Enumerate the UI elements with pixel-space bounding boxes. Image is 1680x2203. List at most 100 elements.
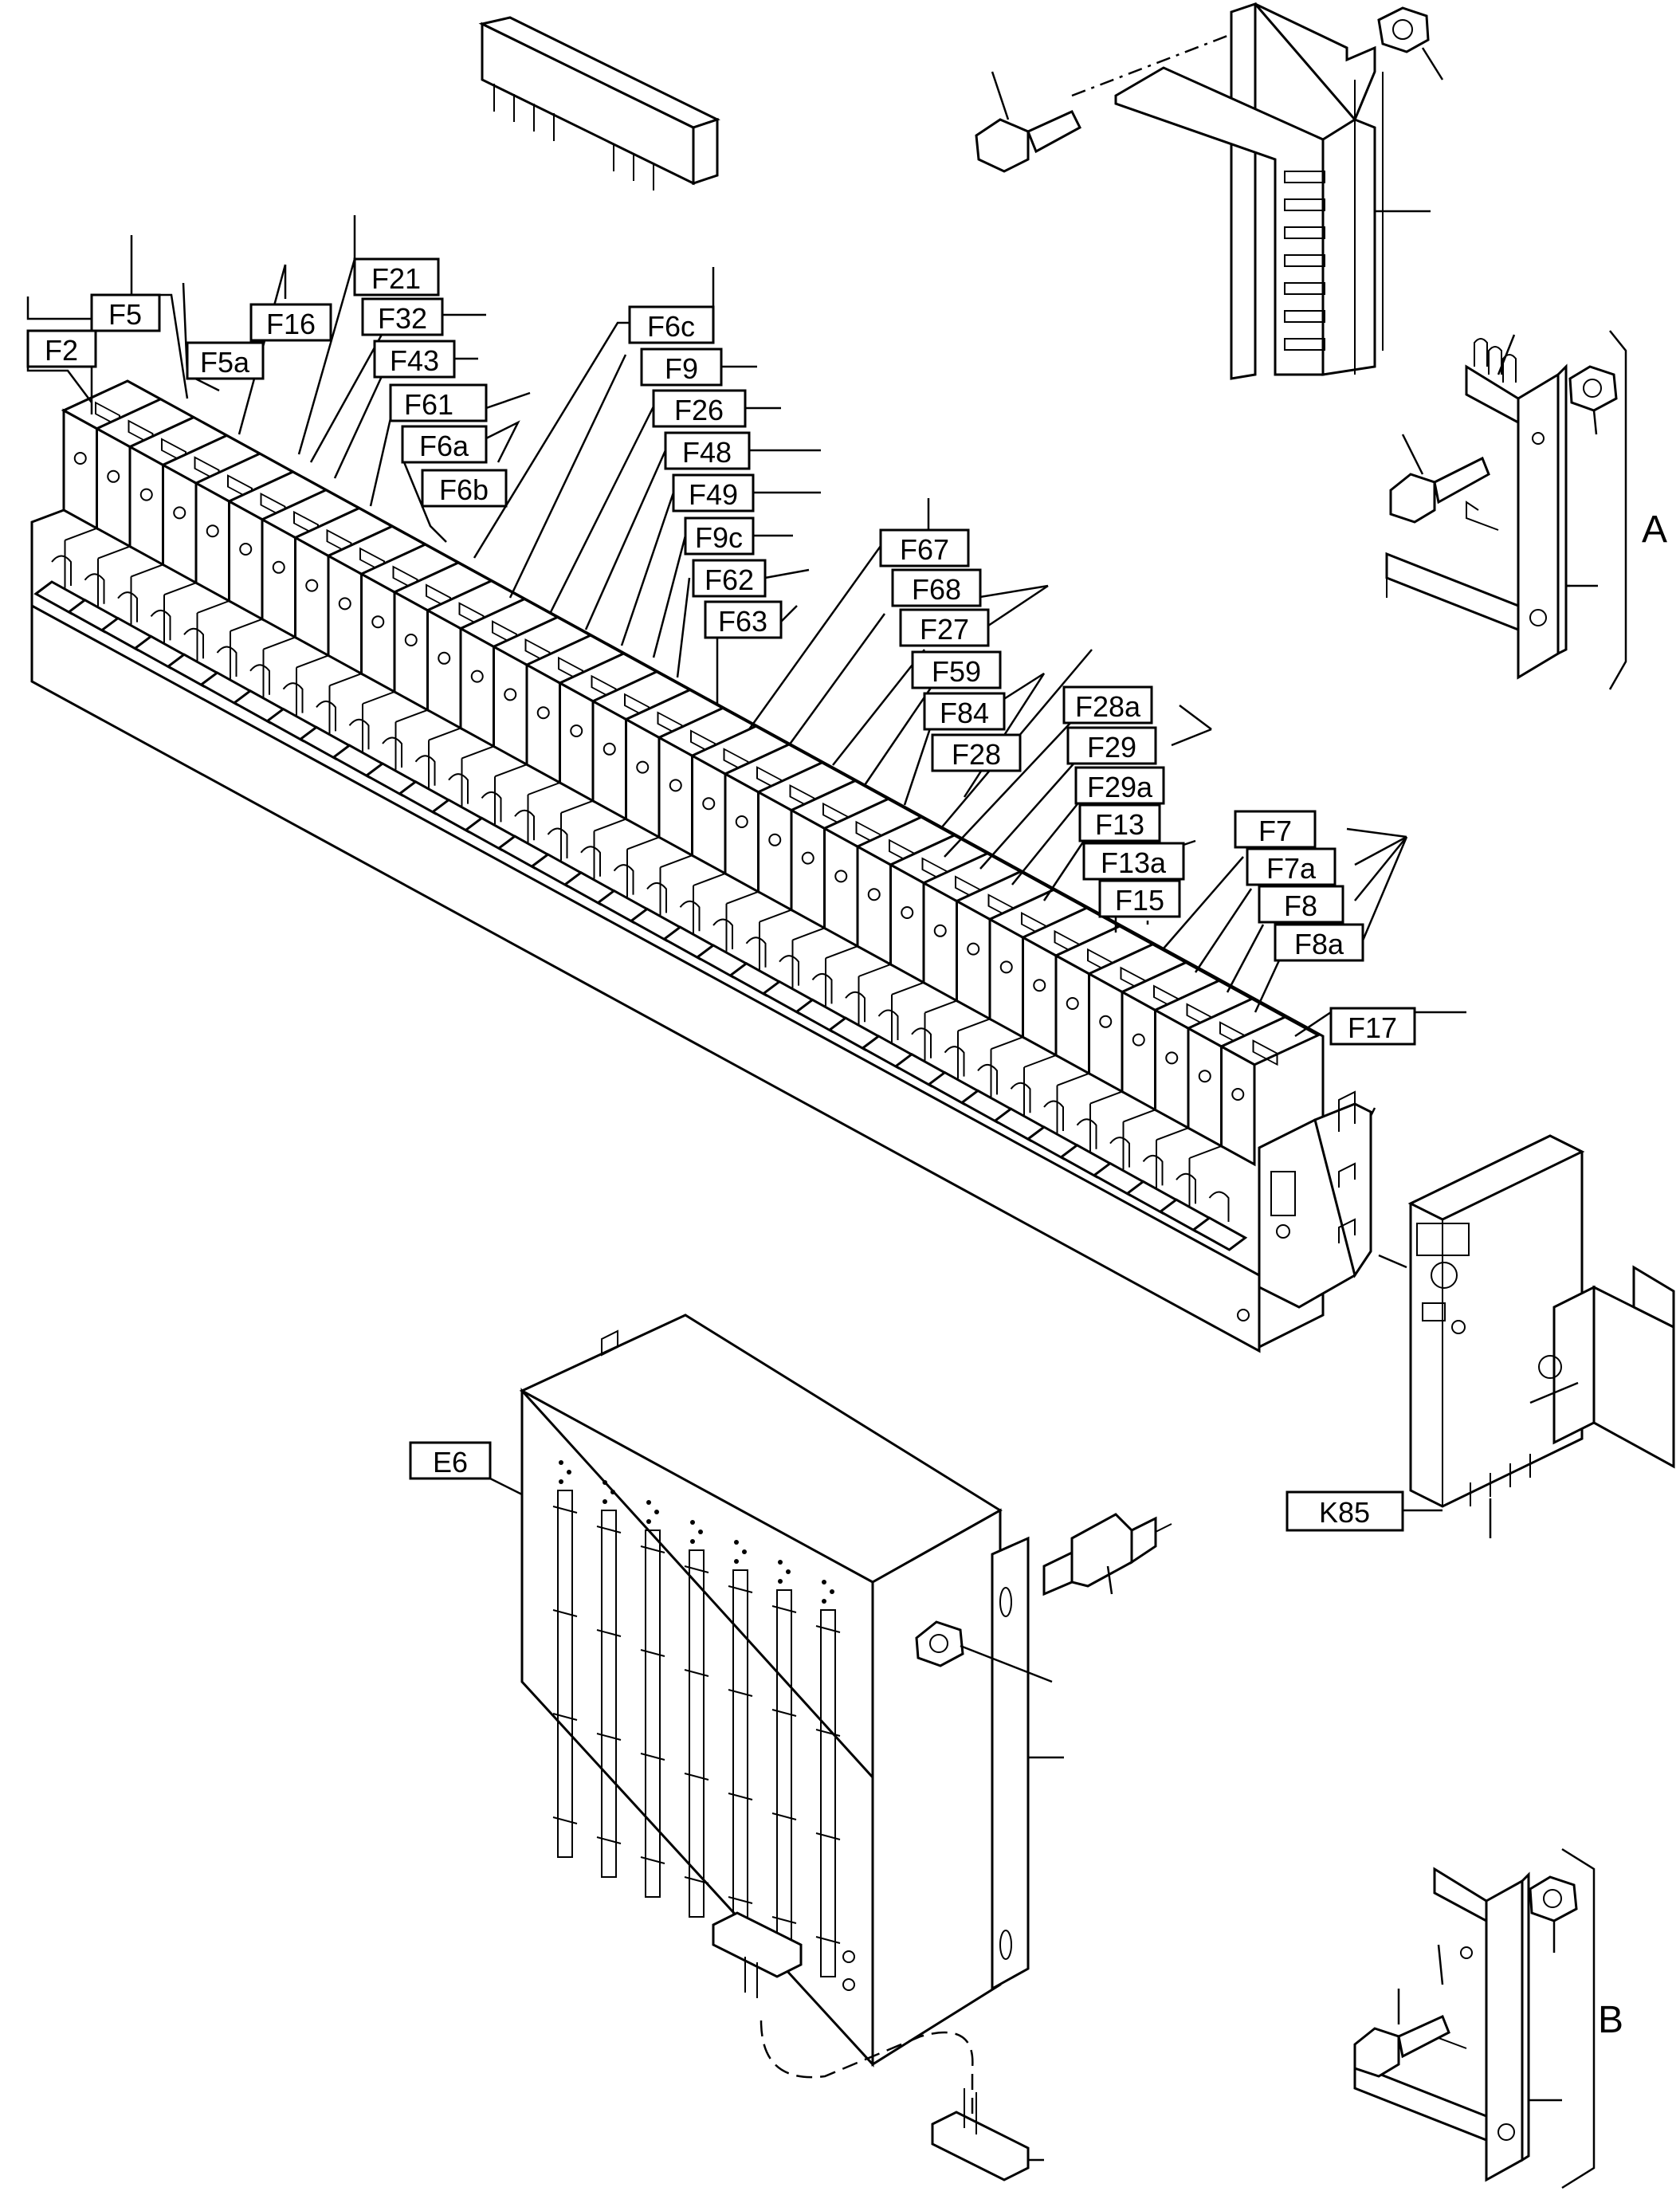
breaker-module xyxy=(759,779,891,1015)
label-F29: F29 xyxy=(1066,726,1157,765)
label-F28a-text: F28a xyxy=(1075,690,1141,723)
label-F59-text: F59 xyxy=(932,655,981,688)
breaker-module xyxy=(659,725,792,960)
box-ventilation-slots xyxy=(552,1460,841,1977)
label-E6: E6 xyxy=(409,1441,492,1480)
label-F26-text: F26 xyxy=(674,394,724,426)
hex-bolt-b xyxy=(1353,1989,1450,2078)
slot-row xyxy=(1284,171,1325,351)
vent-slot-column xyxy=(684,1520,709,1918)
label-F13-text: F13 xyxy=(1095,808,1144,841)
label-F9-text: F9 xyxy=(665,352,698,385)
label-F5a: F5a xyxy=(186,341,265,380)
detail-a-bracket xyxy=(1385,334,1598,680)
vent-slot-column xyxy=(640,1500,665,1898)
vent-slot-column xyxy=(815,1580,841,1977)
hex-nut-a xyxy=(1568,365,1618,435)
label-F28a: F28a xyxy=(1062,685,1153,725)
label-F27-text: F27 xyxy=(920,613,969,646)
label-F28: F28 xyxy=(931,733,1022,772)
label-F63-text: F63 xyxy=(718,605,767,638)
label-F8: F8 xyxy=(1258,885,1344,924)
breaker-module xyxy=(196,470,329,706)
label-F6c: F6c xyxy=(628,305,715,344)
label-F13a: F13a xyxy=(1082,842,1185,881)
label-F48-text: F48 xyxy=(682,436,732,469)
label-F15-text: F15 xyxy=(1115,884,1164,917)
label-F15: F15 xyxy=(1098,879,1181,918)
label-F32: F32 xyxy=(361,297,444,336)
label-F8-text: F8 xyxy=(1284,889,1317,922)
breaker-module xyxy=(31,379,163,615)
vent-slot-column xyxy=(596,1480,622,1878)
label-F48: F48 xyxy=(664,431,751,470)
label-F9: F9 xyxy=(640,348,723,387)
upright-profile xyxy=(1071,2,1431,380)
label-F5a-text: F5a xyxy=(200,346,250,379)
label-F49: F49 xyxy=(672,473,755,512)
label-F63: F63 xyxy=(704,600,783,639)
end-clamp xyxy=(1237,1090,1376,1321)
label-F7a: F7a xyxy=(1246,847,1337,886)
relay-socket-rail xyxy=(1529,1265,1675,1469)
label-F2: F2 xyxy=(26,329,97,368)
label-F8a-text: F8a xyxy=(1294,928,1344,960)
label-F6a: F6a xyxy=(401,425,488,464)
label-F6b: F6b xyxy=(421,469,508,508)
hex-bolt-top xyxy=(975,71,1081,173)
label-K85-text: K85 xyxy=(1319,1496,1370,1529)
label-F5-text: F5 xyxy=(108,298,142,331)
label-F7a-text: F7a xyxy=(1266,852,1317,885)
breaker-module xyxy=(1056,943,1189,1179)
label-F2-text: F2 xyxy=(45,334,78,367)
label-F62: F62 xyxy=(692,559,767,598)
part-labels: F2 F5 F5a F16 F21 F32 F43 F61 F6a F6b F6… xyxy=(26,257,1416,1532)
breaker-module xyxy=(593,688,726,925)
label-F21: F21 xyxy=(353,257,440,296)
breaker-module xyxy=(891,852,1023,1088)
breaker-module xyxy=(825,815,957,1051)
vent-slot-column xyxy=(552,1460,578,1858)
breaker-module xyxy=(527,652,660,888)
label-E6-text: E6 xyxy=(433,1446,468,1478)
label-F27: F27 xyxy=(899,608,990,647)
breaker-module xyxy=(262,506,395,743)
detail-b-bracket-line xyxy=(1561,1848,1596,2189)
label-F13: F13 xyxy=(1078,803,1161,842)
label-F32-text: F32 xyxy=(378,302,427,335)
relay-k85 xyxy=(1378,1134,1585,1538)
breaker-modules xyxy=(31,379,1321,1251)
label-F21-text: F21 xyxy=(371,262,421,295)
label-F6a-text: F6a xyxy=(419,430,469,462)
breaker-module xyxy=(494,634,626,870)
label-F8a: F8a xyxy=(1274,923,1364,962)
label-F59: F59 xyxy=(911,650,1002,689)
label-F43: F43 xyxy=(373,340,456,379)
breaker-module xyxy=(64,398,197,634)
breaker-module xyxy=(990,906,1123,1142)
ribbon-cable xyxy=(712,1911,1044,2181)
label-F28-text: F28 xyxy=(952,738,1001,771)
hex-bolt-a xyxy=(1389,434,1490,524)
breaker-module xyxy=(362,561,494,797)
detail-b-bracket xyxy=(1353,1867,1562,2182)
terminal-bar xyxy=(478,16,720,190)
label-F17: F17 xyxy=(1329,1007,1416,1046)
label-F67: F67 xyxy=(879,528,970,567)
label-F68: F68 xyxy=(891,568,982,607)
label-F84-text: F84 xyxy=(940,697,989,729)
breaker-module xyxy=(1089,960,1222,1197)
hex-nut-b xyxy=(1529,1875,1578,1953)
label-F6b-text: F6b xyxy=(439,473,489,506)
breaker-module xyxy=(924,870,1057,1106)
label-F68-text: F68 xyxy=(912,573,961,606)
label-F7: F7 xyxy=(1234,810,1317,849)
detail-a-bracket-line xyxy=(1608,330,1627,690)
label-F9c-text: F9c xyxy=(695,521,743,554)
breaker-module xyxy=(693,743,825,979)
label-F84: F84 xyxy=(923,692,1006,731)
label-F29a-text: F29a xyxy=(1087,771,1153,803)
label-F29a: F29a xyxy=(1074,766,1165,805)
label-F67-text: F67 xyxy=(900,533,949,566)
